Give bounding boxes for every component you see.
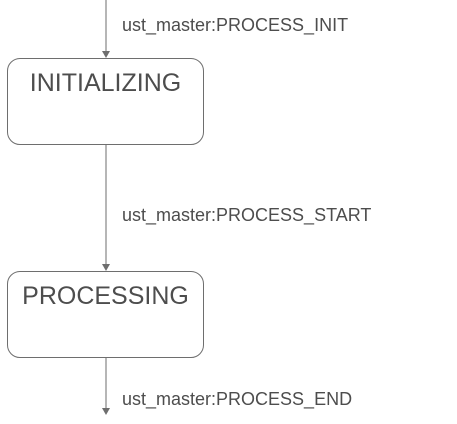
- state-initializing: INITIALIZING: [7, 58, 204, 145]
- transition-label-process-init: ust_master:PROCESS_INIT: [122, 15, 349, 35]
- state-processing: PROCESSING: [7, 271, 204, 358]
- state-name-initializing: INITIALIZING: [29, 69, 182, 97]
- state-name-processing: PROCESSING: [22, 282, 189, 310]
- transition-label-process-end: ust_master:PROCESS_END: [122, 389, 353, 409]
- transition-label-process-start: ust_master:PROCESS_START: [122, 205, 372, 225]
